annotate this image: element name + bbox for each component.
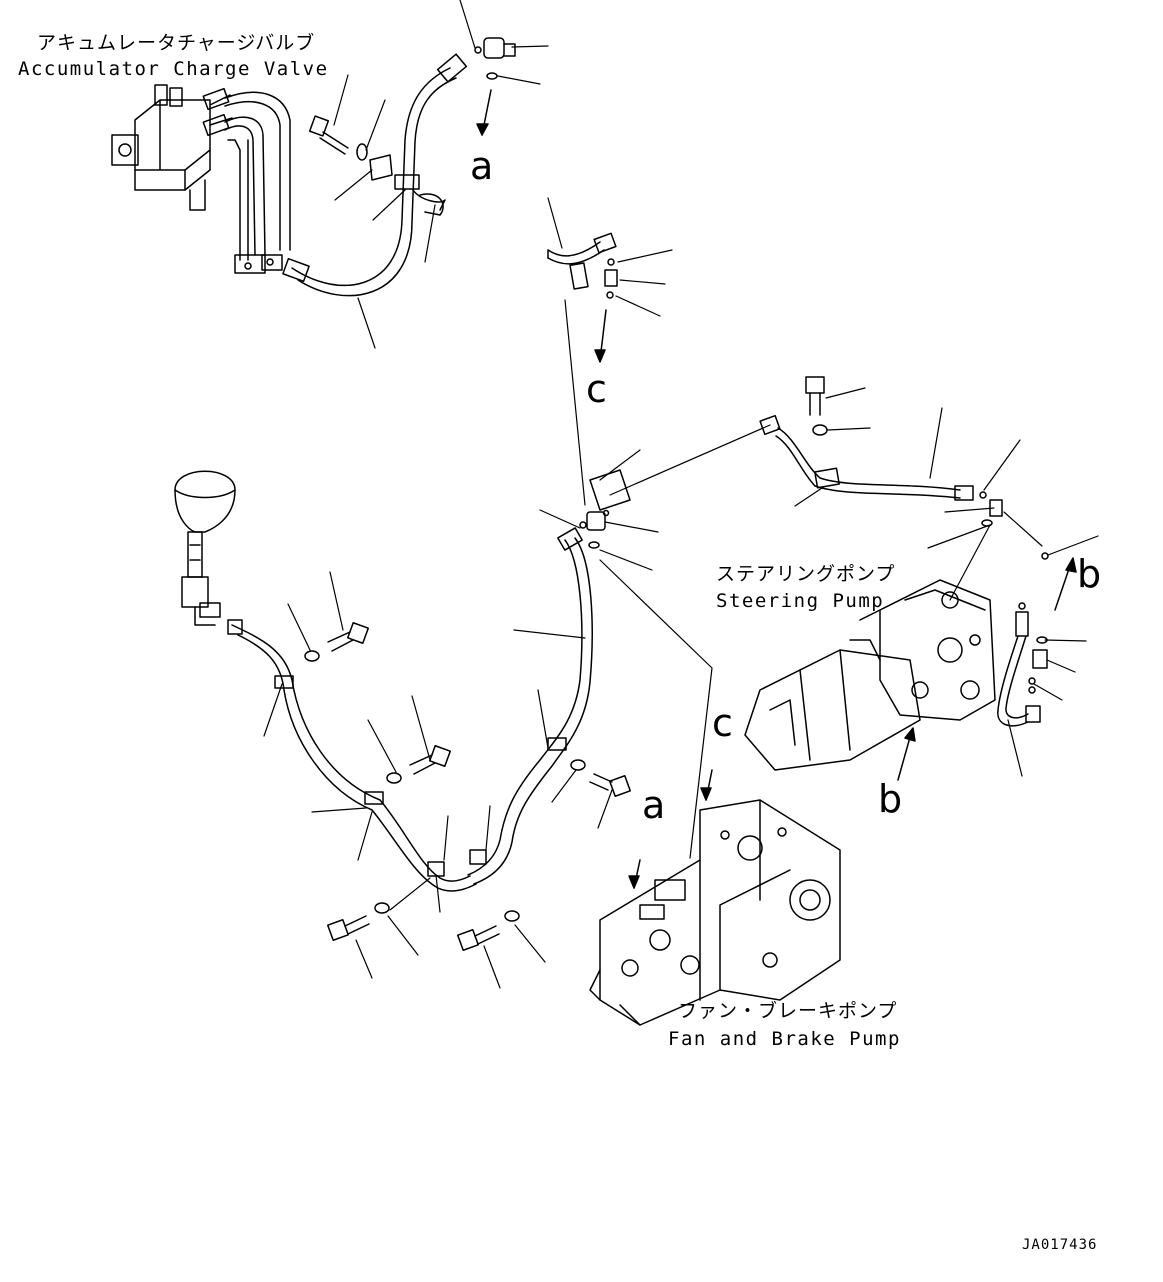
ref-mark-a: a bbox=[642, 783, 666, 827]
washer bbox=[374, 902, 390, 914]
leader-lines bbox=[333, 0, 549, 349]
hose-junction-to-fan bbox=[467, 527, 593, 885]
arrowhead bbox=[700, 787, 712, 801]
steering-pump-label-jp: ステアリングポンプ bbox=[716, 563, 896, 585]
accumulator-charge-valve-label-jp: アキュムレータチャージバルブ bbox=[37, 32, 316, 54]
ref-mark-c: c bbox=[712, 701, 733, 745]
elbow-fitting bbox=[474, 37, 516, 80]
valve-tubes bbox=[224, 91, 291, 274]
leader-lines bbox=[539, 299, 771, 859]
steering-pump bbox=[744, 579, 996, 771]
ref-mark-a: a bbox=[470, 144, 494, 188]
washer bbox=[304, 650, 320, 662]
arrowhead bbox=[904, 727, 916, 742]
washer bbox=[812, 424, 828, 436]
washer bbox=[504, 910, 520, 922]
arrowhead bbox=[476, 123, 489, 136]
bolt bbox=[326, 915, 370, 942]
junction-block bbox=[579, 469, 631, 549]
steering-pump-label-en: Steering Pump bbox=[716, 590, 885, 612]
arrowhead bbox=[594, 349, 606, 363]
washer bbox=[356, 143, 368, 161]
ref-mark-c: c bbox=[586, 367, 607, 411]
hose-junction-to-steering bbox=[759, 414, 1003, 527]
bolt bbox=[456, 925, 500, 952]
leader-lines bbox=[263, 571, 613, 989]
accumulator-charge-valve-label-en: Accumulator Charge Valve bbox=[18, 58, 329, 80]
fan-brake-pump-label-en: Fan and Brake Pump bbox=[668, 1028, 901, 1050]
arrowhead bbox=[1065, 557, 1077, 573]
bolt bbox=[308, 115, 349, 155]
bolt bbox=[805, 376, 825, 416]
leader-lines bbox=[1007, 535, 1099, 777]
document-id: JA017436 bbox=[1022, 1237, 1098, 1253]
hose-b bbox=[997, 552, 1049, 727]
fan-brake-pump-label-jp: ファン・ブレーキポンプ bbox=[678, 1000, 898, 1022]
accumulator-tank bbox=[174, 470, 236, 626]
ref-mark-b: b bbox=[1077, 552, 1102, 596]
accumulator-charge-valve bbox=[111, 84, 233, 211]
leader-lines bbox=[794, 387, 1043, 601]
bolt bbox=[589, 773, 632, 798]
bolt bbox=[409, 744, 452, 775]
clamp bbox=[419, 193, 444, 216]
washer bbox=[386, 772, 402, 784]
arrowhead bbox=[628, 875, 640, 889]
leader-lines bbox=[547, 197, 673, 317]
hose-accumulator-to-a bbox=[282, 53, 468, 297]
bolt bbox=[327, 621, 370, 652]
ref-mark-b: b bbox=[878, 777, 903, 821]
washer bbox=[570, 759, 586, 771]
hose-accumulator-to-fan bbox=[227, 619, 487, 892]
hose-c bbox=[547, 232, 618, 299]
clamp bbox=[369, 154, 393, 181]
fan-brake-pump bbox=[589, 799, 841, 1026]
